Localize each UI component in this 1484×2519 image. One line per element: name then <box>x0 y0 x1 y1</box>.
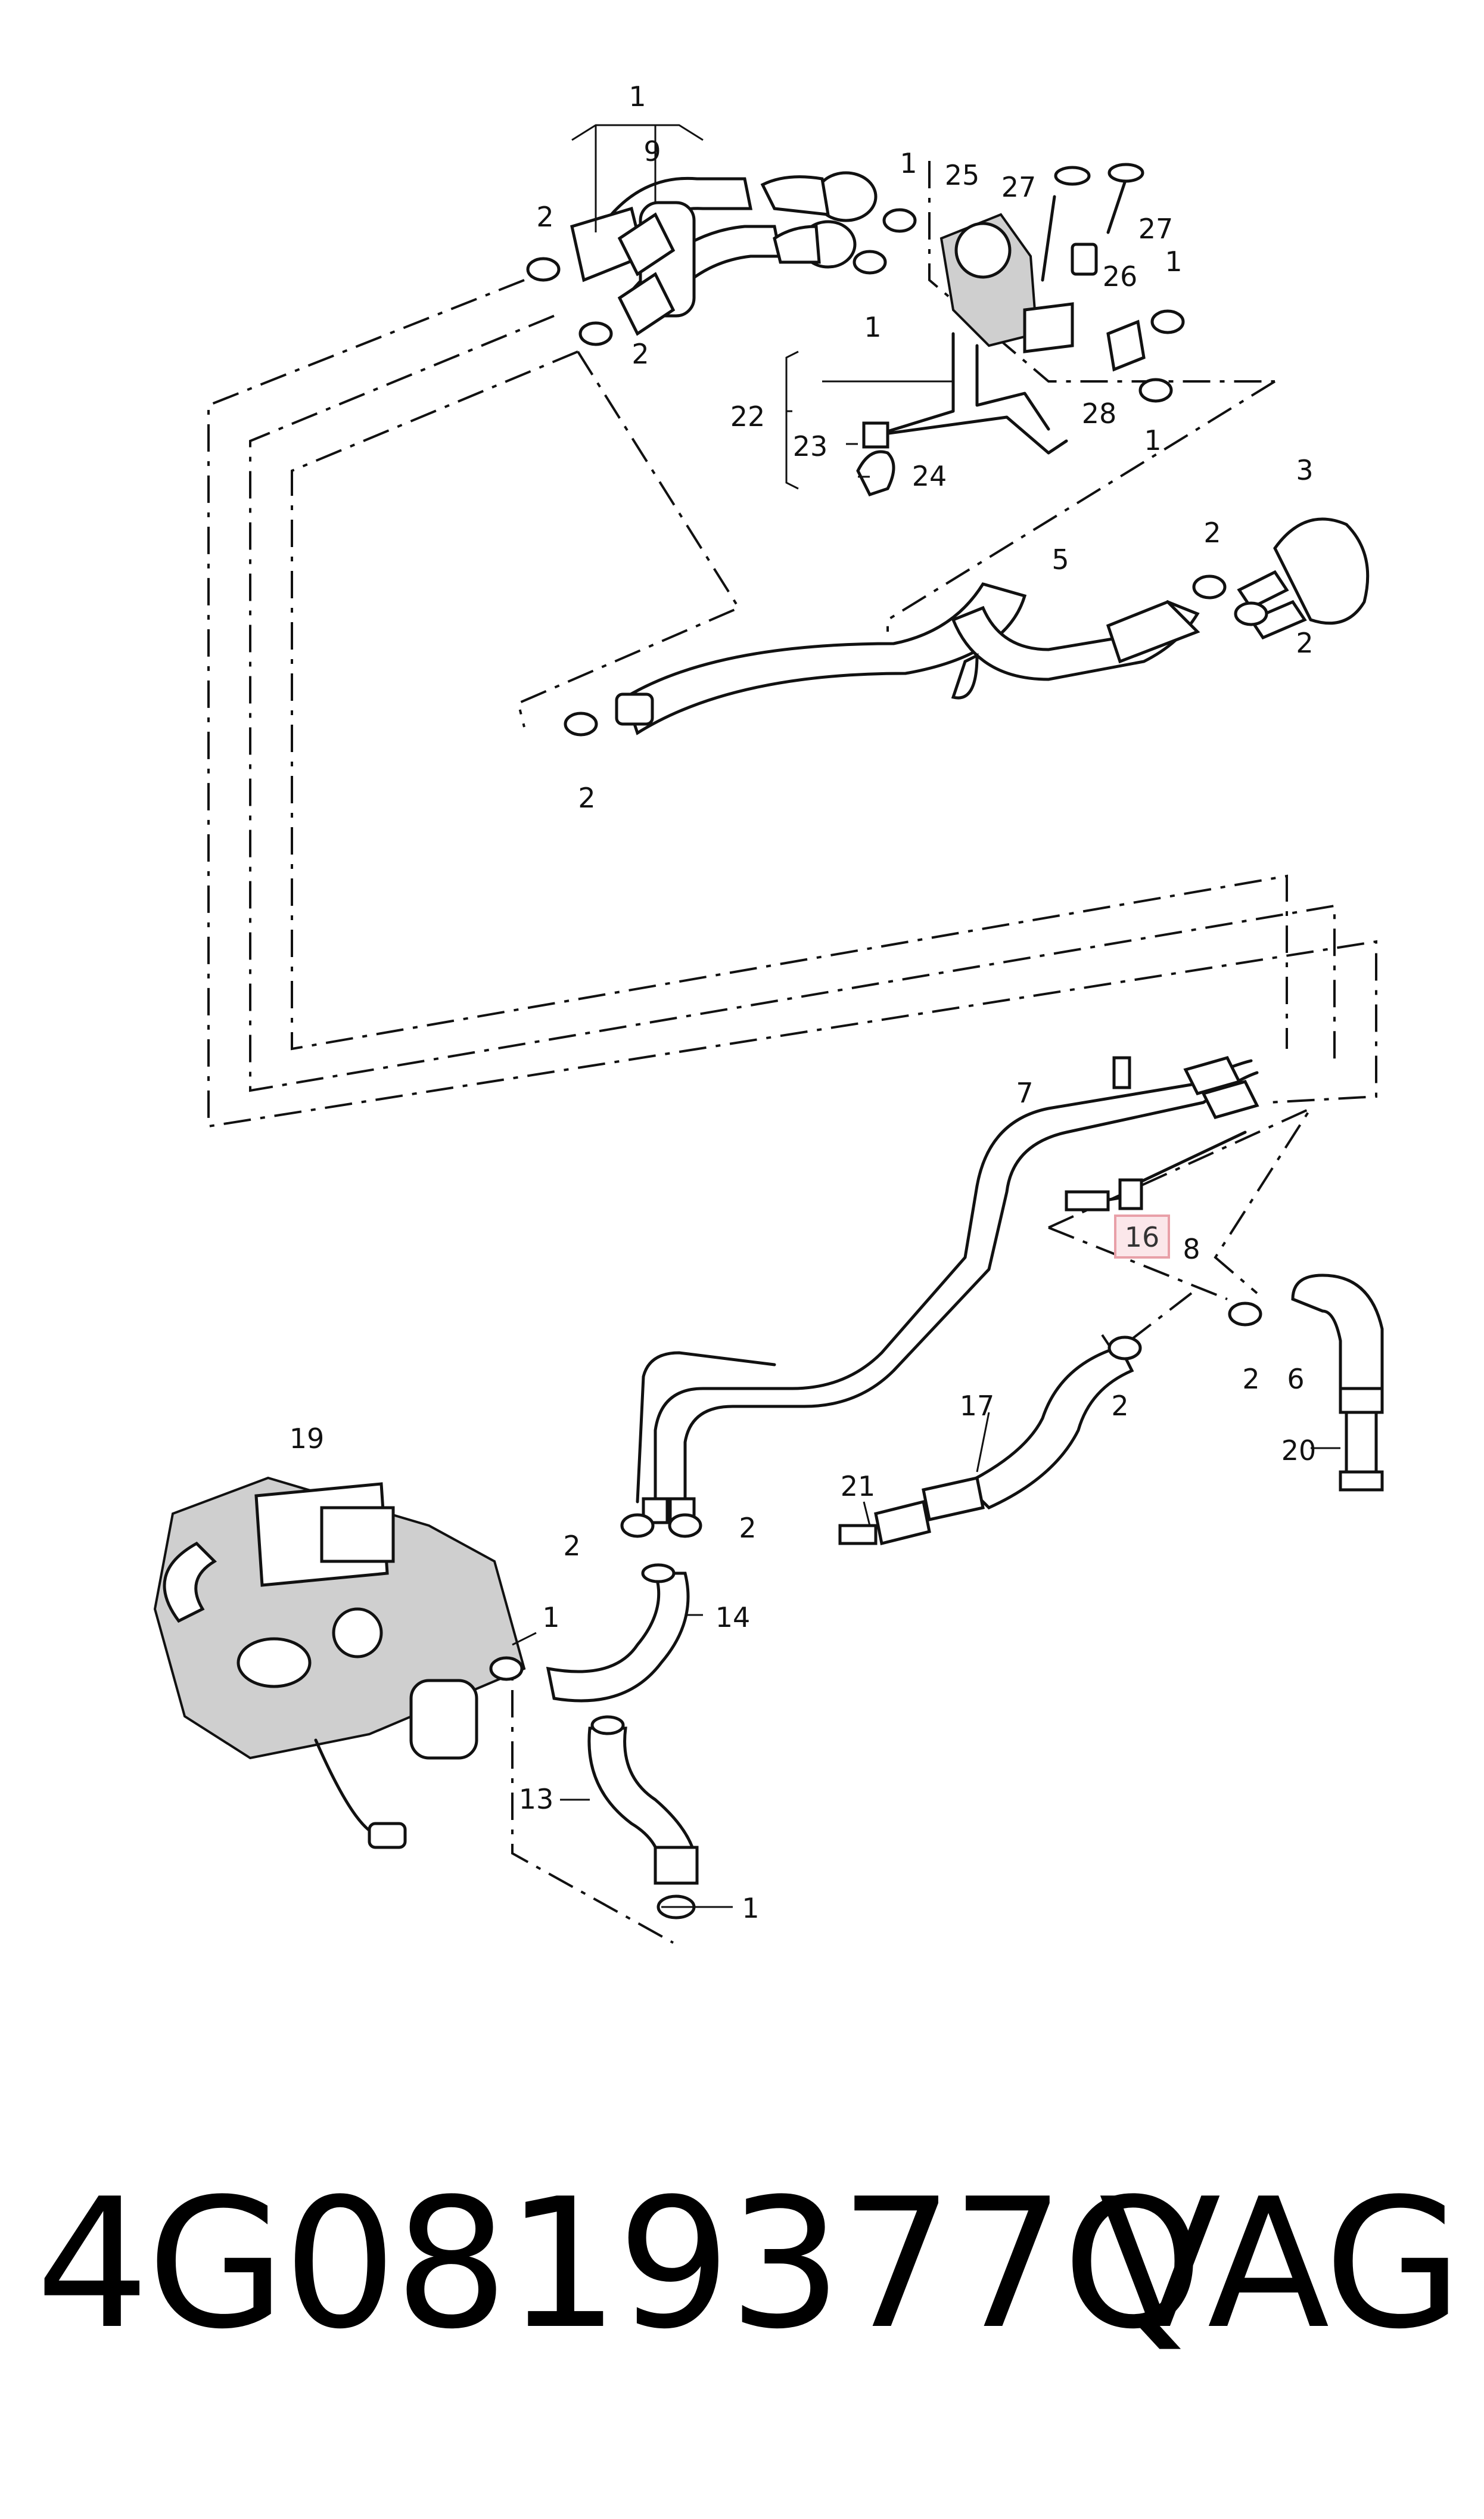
callout-6[interactable]: 6 <box>1287 1363 1304 1395</box>
callout-labels: 1 9 2 2 1 25 27 27 26 1 1 22 23 24 28 1 … <box>290 80 1317 1924</box>
callout-27-a[interactable]: 27 <box>1001 171 1037 203</box>
hose-17 <box>838 1335 1142 1546</box>
callout-2-h[interactable]: 2 <box>563 1530 580 1562</box>
callout-9[interactable]: 9 <box>643 135 661 167</box>
callout-7[interactable]: 7 <box>1016 1077 1033 1109</box>
callout-2-f[interactable]: 2 <box>1242 1363 1259 1395</box>
callout-4[interactable]: 1 <box>629 80 646 113</box>
callout-28[interactable]: 28 <box>1082 397 1117 430</box>
brand-name: VAG <box>1099 2160 1463 2368</box>
part-number: 4G0819377Q <box>36 2160 1203 2368</box>
callout-17[interactable]: 17 <box>960 1390 995 1422</box>
callout-16-highlight <box>1114 1215 1170 1259</box>
callout-24[interactable]: 24 <box>912 460 947 492</box>
callout-8[interactable]: 8 <box>1183 1233 1200 1265</box>
callout-1-c[interactable]: 1 <box>1165 246 1182 278</box>
callout-13[interactable]: 13 <box>519 1783 554 1815</box>
callout-2-b[interactable]: 2 <box>631 338 649 370</box>
hose-13 <box>587 1715 699 1919</box>
coolant-valve-25 <box>939 163 1146 372</box>
callout-21[interactable]: 21 <box>841 1470 876 1502</box>
callout-26[interactable]: 26 <box>1103 260 1138 293</box>
callout-27-b[interactable]: 27 <box>1138 213 1174 245</box>
parts-diagram: 1 9 2 2 1 25 27 27 26 1 1 22 23 24 28 1 … <box>153 80 1384 1944</box>
callout-1-b[interactable]: 1 <box>864 311 881 343</box>
coolant-pipe-7 <box>636 1056 1259 1524</box>
callout-14[interactable]: 14 <box>715 1601 751 1633</box>
leader-lines <box>512 124 1340 1908</box>
hose-6 <box>1228 1274 1384 1492</box>
callout-1-a[interactable]: 1 <box>900 147 917 179</box>
callout-16[interactable]: 16 <box>1125 1221 1160 1253</box>
callout-2-e[interactable]: 2 <box>578 782 595 814</box>
callout-1-d[interactable]: 1 <box>1144 424 1161 456</box>
callout-22[interactable]: 22 <box>730 400 766 433</box>
callout-1-e[interactable]: 1 <box>542 1601 559 1633</box>
callout-2-d[interactable]: 2 <box>1296 627 1313 659</box>
callout-25[interactable]: 25 <box>945 159 980 191</box>
callout-23[interactable]: 23 <box>793 430 828 462</box>
callout-1-f[interactable]: 1 <box>742 1892 759 1924</box>
callout-2-a[interactable]: 2 <box>536 201 553 233</box>
hose-14 <box>489 1513 702 1703</box>
callout-19[interactable]: 19 <box>290 1422 325 1455</box>
hose-5 <box>564 517 1370 737</box>
hose-assembly-4 <box>570 171 878 336</box>
auxiliary-heater-19 <box>153 1476 526 1849</box>
callout-3[interactable]: 3 <box>1296 454 1313 486</box>
callout-2-i[interactable]: 2 <box>739 1512 756 1544</box>
hose-clamps-top <box>526 208 1185 403</box>
callout-20[interactable]: 20 <box>1281 1434 1317 1467</box>
bracket-22 <box>856 332 1068 497</box>
callout-5[interactable]: 5 <box>1051 543 1069 576</box>
callout-2-g[interactable]: 2 <box>1111 1390 1128 1422</box>
callout-2-c[interactable]: 2 <box>1203 517 1221 549</box>
assembly-outlines <box>207 161 1377 1944</box>
